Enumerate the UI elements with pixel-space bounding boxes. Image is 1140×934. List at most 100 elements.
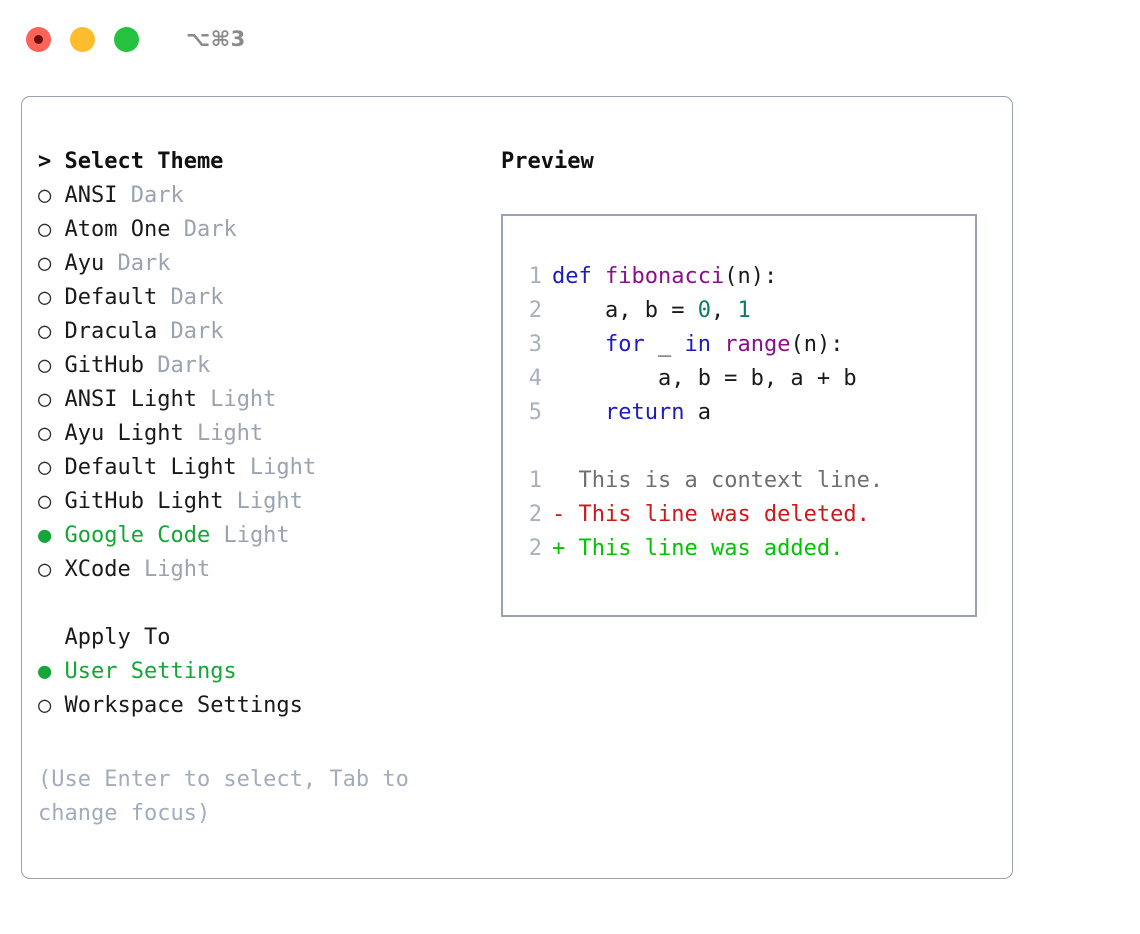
radio-unselected-icon: ○ <box>38 421 52 446</box>
radio-unselected-icon: ○ <box>38 557 52 582</box>
line-number: 3 <box>528 332 542 357</box>
code-token-kw: def <box>552 264 605 289</box>
select-theme-header: > Select Theme <box>38 149 224 174</box>
theme-picker-panel: > Select Theme ○ ANSI Dark○ Atom One Dar… <box>21 96 1013 879</box>
theme-variant-tag: Light <box>210 523 290 548</box>
theme-option-label: Dracula <box>51 319 158 344</box>
line-number: 2 <box>528 298 542 323</box>
code-token-plain: (n): <box>724 264 778 289</box>
diff-marker: - <box>552 502 579 527</box>
close-window-button[interactable] <box>26 26 51 52</box>
code-diff-separator <box>503 430 975 464</box>
preview-header: Preview <box>501 149 594 174</box>
theme-variant-tag: Light <box>223 489 303 514</box>
theme-variant-tag: Dark <box>104 251 171 276</box>
radio-unselected-icon: ○ <box>38 251 52 276</box>
code-token-plain <box>711 332 724 357</box>
code-line: 4 a, b = b, a + b <box>503 362 975 396</box>
radio-selected-icon: ● <box>38 523 52 548</box>
maximize-window-button[interactable] <box>114 26 139 52</box>
radio-selected-icon: ● <box>38 659 52 684</box>
code-token-num: 0 <box>697 298 711 323</box>
apply-to-option-label: Workspace Settings <box>51 693 303 718</box>
code-token-plain: (n): <box>790 332 844 357</box>
theme-option-label: Atom One <box>51 217 171 242</box>
theme-option-ansi-light[interactable]: ○ ANSI Light Light <box>38 383 488 417</box>
theme-option-ansi[interactable]: ○ ANSI Dark <box>38 179 488 213</box>
apply-to-header-label: Apply To <box>64 625 171 650</box>
radio-unselected-icon: ○ <box>38 353 52 378</box>
apply-to-option-user-settings[interactable]: ● User Settings <box>38 655 488 689</box>
theme-option-ayu-light[interactable]: ○ Ayu Light Light <box>38 417 488 451</box>
theme-option-ayu[interactable]: ○ Ayu Dark <box>38 247 488 281</box>
radio-unselected-icon: ○ <box>38 217 52 242</box>
window-controls <box>26 26 139 52</box>
theme-option-label: Google Code <box>51 523 211 548</box>
list-spacer <box>38 587 488 621</box>
theme-option-default[interactable]: ○ Default Dark <box>38 281 488 315</box>
line-number: 4 <box>528 366 542 391</box>
theme-variant-tag: Dark <box>143 353 211 378</box>
radio-unselected-icon: ○ <box>38 387 52 412</box>
radio-unselected-icon: ○ <box>38 319 52 344</box>
line-number: 1 <box>528 468 542 493</box>
theme-option-label: ANSI Light <box>51 387 197 412</box>
code-token-plain: _ <box>644 332 685 357</box>
theme-list-column: > Select Theme ○ ANSI Dark○ Atom One Dar… <box>38 145 488 723</box>
theme-variant-tag: Light <box>236 455 317 480</box>
window-title-bar: ⌥⌘3 <box>0 0 1140 78</box>
radio-unselected-icon: ○ <box>38 489 52 514</box>
diff-marker <box>552 468 579 493</box>
theme-option-label: Default <box>51 285 158 310</box>
line-number: 1 <box>528 264 542 289</box>
code-line: 5 return a <box>503 396 975 430</box>
theme-variant-tag: Light <box>196 387 277 412</box>
code-token-plain <box>552 400 605 425</box>
theme-variant-tag: Dark <box>157 319 224 344</box>
theme-option-google-code[interactable]: ● Google Code Light <box>38 519 488 553</box>
diff-text: This is a context line. <box>578 468 884 493</box>
theme-option-dracula[interactable]: ○ Dracula Dark <box>38 315 488 349</box>
line-number: 2 <box>528 536 542 561</box>
theme-variant-tag: Light <box>183 421 264 446</box>
code-line: 2 a, b = 0, 1 <box>503 294 975 328</box>
code-token-kw: for <box>604 332 645 357</box>
theme-option-label: XCode <box>51 557 131 582</box>
theme-option-atom-one[interactable]: ○ Atom One Dark <box>38 213 488 247</box>
line-number: 5 <box>528 400 542 425</box>
radio-unselected-icon: ○ <box>38 455 52 480</box>
theme-option-github-light[interactable]: ○ GitHub Light Light <box>38 485 488 519</box>
keyboard-hint-text: (Use Enter to select, Tab to change focu… <box>38 767 423 826</box>
diff-line-ctx: 1 This is a context line. <box>503 464 975 498</box>
minimize-window-button[interactable] <box>70 26 95 52</box>
theme-options-list: ○ ANSI Dark○ Atom One Dark○ Ayu Dark○ De… <box>38 179 488 587</box>
line-number: 2 <box>528 502 542 527</box>
theme-option-github[interactable]: ○ GitHub Dark <box>38 349 488 383</box>
theme-variant-tag: Dark <box>170 217 237 242</box>
theme-option-xcode[interactable]: ○ XCode Light <box>38 553 488 587</box>
theme-option-label: Default Light <box>51 455 237 480</box>
theme-option-default-light[interactable]: ○ Default Light Light <box>38 451 488 485</box>
apply-to-option-label: User Settings <box>51 659 237 684</box>
diff-sample: 1 This is a context line. 2- This line wa… <box>503 464 975 566</box>
apply-to-header: Apply To <box>38 621 488 655</box>
theme-variant-tag: Light <box>130 557 211 582</box>
theme-variant-tag: Dark <box>117 183 184 208</box>
radio-unselected-icon: ○ <box>38 183 52 208</box>
diff-line-add: 2+ This line was added. <box>503 532 975 566</box>
theme-option-label: Ayu Light <box>51 421 184 446</box>
code-token-plain: a, b = <box>552 298 698 323</box>
theme-option-label: GitHub <box>51 353 144 378</box>
diff-text: This line was deleted. <box>578 502 870 527</box>
theme-option-label: ANSI <box>51 183 118 208</box>
theme-variant-tag: Dark <box>157 285 224 310</box>
code-token-plain <box>552 332 605 357</box>
radio-unselected-icon: ○ <box>38 285 52 310</box>
code-token-kw: return <box>604 400 685 425</box>
code-token-plain: a <box>684 400 711 425</box>
code-token-plain: a, b = b, a + b <box>552 366 857 391</box>
apply-to-option-workspace-settings[interactable]: ○ Workspace Settings <box>38 689 488 723</box>
